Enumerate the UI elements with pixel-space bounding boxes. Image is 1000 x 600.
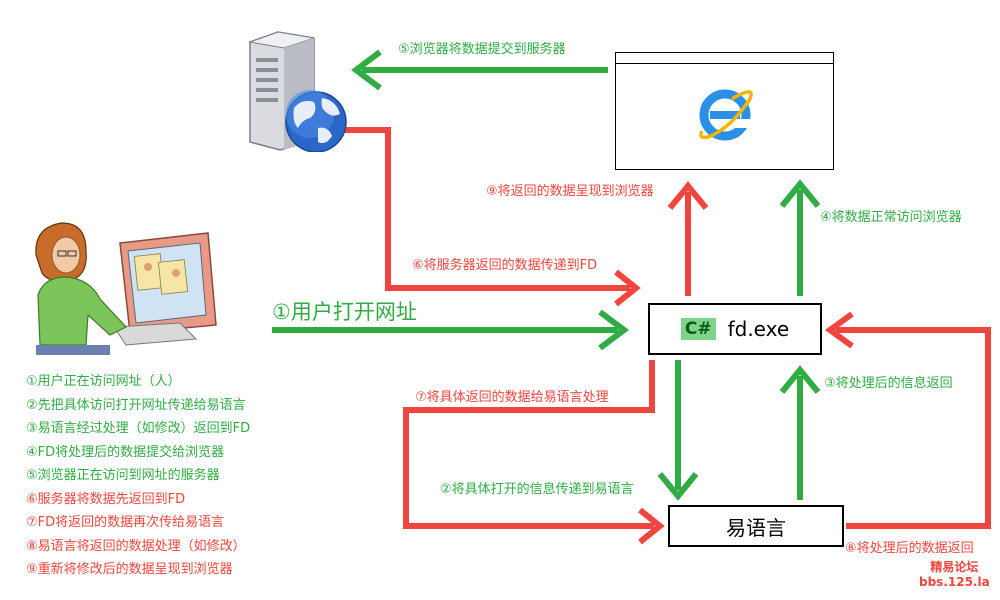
step7-label: ⑦将具体返回的数据给易语言处理 (415, 390, 609, 405)
legend-item: ⑦FD将返回的数据再次传给易语言 (26, 515, 225, 530)
legend: ①用户正在访问网址（人） ②先把具体访问打开网址传递给易语言 ③易语言经过处理（… (26, 370, 250, 582)
arrow-step2 (657, 360, 699, 501)
arrow-step5 (351, 49, 608, 91)
legend-item: ②先把具体访问打开网址传递给易语言 (26, 397, 246, 413)
server-icon (248, 31, 347, 152)
arrow-step3 (779, 365, 821, 500)
watermark-title: 精易论坛 (930, 560, 979, 574)
legend-item: ⑤浏览器正在访问到网址的服务器 (26, 468, 220, 483)
csharp-badge: C# (680, 318, 716, 340)
fd-exe-label: fd.exe (727, 317, 790, 341)
step2-label: ②将具体打开的信息传递到易语言 (440, 482, 634, 497)
browser-titlebar (616, 63, 833, 64)
arrow-step1 (272, 309, 629, 351)
globe-icon (285, 90, 347, 152)
person-computer-icon (35, 222, 217, 355)
legend-item: ⑧易语言将返回的数据处理（如修改） (26, 538, 246, 554)
watermark-url: bbs.125.la (919, 575, 990, 589)
watermark: 精易论坛 bbs.125.la (919, 560, 990, 590)
step1-label: ①用户打开网址 (272, 300, 417, 324)
yiyuyan-node: 易语言 (668, 505, 844, 547)
step9-label: ⑨将返回的数据呈现到浏览器 (486, 184, 654, 199)
step6-label: ⑥将服务器返回的数据传递到FD (412, 258, 598, 273)
legend-item: ⑨重新将修改后的数据呈现到浏览器 (26, 562, 233, 577)
arrow-step9 (667, 181, 709, 296)
step8-label: ⑧将处理后的数据返回 (845, 541, 974, 556)
step5-label: ⑤浏览器将数据提交到服务器 (398, 42, 566, 57)
legend-item: ③易语言经过处理（如修改）返回到FD (26, 421, 251, 436)
arrow-step4 (779, 179, 821, 296)
arrow-step7 (403, 360, 665, 545)
fd-exe-node: C# fd.exe (648, 303, 822, 355)
step4-label: ④将数据正常访问浏览器 (820, 210, 962, 225)
ie-icon (699, 89, 753, 141)
arrow-step8 (824, 311, 991, 529)
browser-window (615, 52, 834, 170)
legend-item: ⑥服务器将数据先返回到FD (26, 491, 186, 507)
yiyuyan-label: 易语言 (726, 515, 786, 540)
legend-item: ④FD将处理后的数据提交给浏览器 (26, 444, 225, 460)
step3-label: ③将处理后的信息返回 (824, 376, 953, 391)
legend-item: ①用户正在访问网址（人） (26, 374, 181, 389)
arrow-step6 (340, 127, 641, 307)
